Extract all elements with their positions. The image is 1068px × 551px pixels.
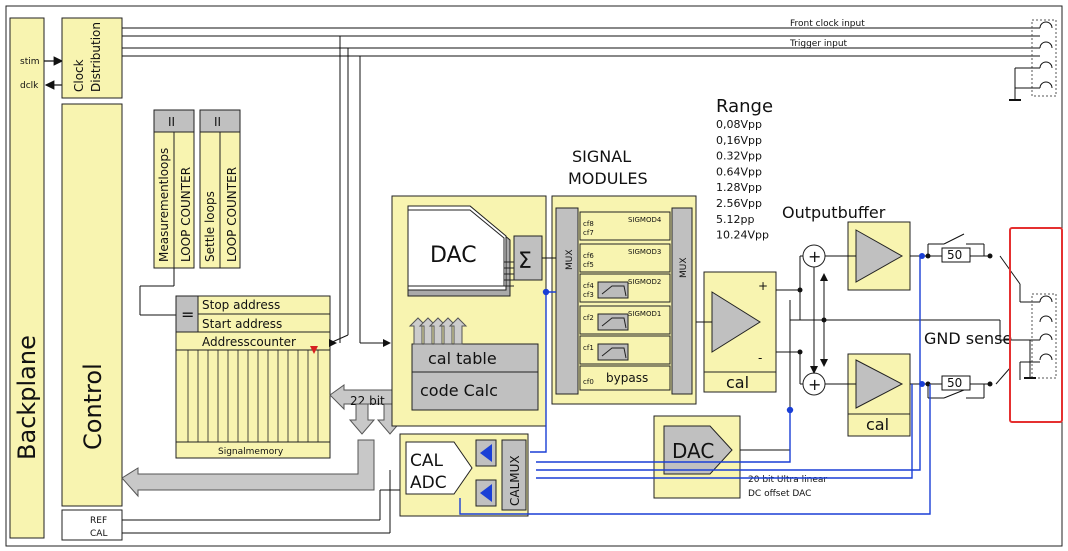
equals-sign: =	[181, 305, 194, 324]
stim-label: stim	[20, 57, 40, 67]
calmux-label: CALMUX	[508, 455, 522, 506]
dac-offset-desc-1: 20 bit Ultra linear	[748, 475, 827, 485]
stop-address-label: Stop address	[202, 298, 280, 312]
cf-label: cf2	[583, 314, 594, 322]
mux-right-label: MUX	[679, 257, 689, 278]
backplane-block: Backplane	[9, 17, 45, 539]
sigma-label: Σ	[518, 249, 532, 274]
trigger-label: Trigger input	[789, 39, 848, 49]
range-list: Range 0,08Vpp 0,16Vpp 0.32Vpp 0.64Vpp 1.28Vp…	[716, 96, 773, 242]
cf-label: cf3	[583, 291, 594, 299]
range-value: 10.24Vpp	[716, 229, 769, 242]
outputbuffer-label: Outputbuffer	[782, 203, 886, 222]
addresscounter-label: Addresscounter	[202, 335, 296, 349]
control-block: Control	[61, 103, 123, 507]
range-value: 2.56Vpp	[716, 197, 762, 210]
output-path-bottom: 50	[910, 362, 1021, 399]
sigmod-name: SIGMOD4	[628, 216, 662, 224]
sigmod-name: SIGMOD3	[628, 248, 661, 256]
cf-label: cf6	[583, 252, 594, 260]
output-path-top: 50	[910, 233, 1040, 303]
cf-label: cf0	[583, 378, 594, 386]
cal-amp-label: cal	[726, 373, 749, 392]
loop-counter-label: LOOP COUNTER	[179, 167, 193, 262]
stim-dclk-signals: stim dclk	[20, 56, 64, 91]
cal-table-label: cal table	[428, 349, 497, 368]
ref-label: REF	[90, 516, 107, 526]
resistor-50-bottom: 50	[947, 376, 962, 390]
cf-label: cf8	[583, 220, 594, 228]
data-bus-bottom	[121, 439, 375, 498]
start-address-label: Start address	[202, 317, 282, 331]
dclk-label: dclk	[20, 81, 39, 91]
dac-offset-label: DAC	[672, 439, 714, 463]
dac-offset-desc-2: DC offset DAC	[748, 489, 811, 499]
range-value: 5.12pp	[716, 213, 754, 226]
ref-cal-inputs: REF CAL	[61, 470, 403, 541]
range-amplifier: + - cal	[703, 271, 777, 393]
signal-module-row: SIGMOD1 cf2	[579, 305, 671, 335]
cal-label: CAL	[90, 529, 107, 539]
control-label: Control	[79, 363, 107, 450]
bypass-row: cf0 bypass	[579, 365, 671, 391]
cf-label: cf4	[583, 282, 594, 290]
svg-text:+: +	[808, 247, 821, 266]
svg-text:II: II	[168, 115, 175, 129]
range-value: 0,08Vpp	[716, 118, 762, 131]
calibration-lines	[459, 256, 931, 515]
code-calc-label: code Calc	[420, 381, 498, 400]
loop-counter-label-2: LOOP COUNTER	[225, 167, 239, 262]
mux-left-label: MUX	[565, 249, 575, 270]
cal-adc-label-2: ADC	[410, 473, 447, 493]
cf-label: cf7	[583, 229, 594, 237]
backplane-label: Backplane	[13, 335, 41, 460]
range-value: 0.64Vpp	[716, 165, 762, 178]
clock-distribution-block: Clock Distribution	[61, 17, 123, 99]
minus-sign: -	[758, 351, 762, 365]
range-value: 0,16Vpp	[716, 134, 762, 147]
svg-text:II: II	[214, 115, 221, 129]
address-memory-block: = Stop address Start address Addresscoun…	[175, 295, 331, 459]
clock-trigger-lines: Front clock input Trigger input	[122, 19, 1040, 347]
range-value: 1.28Vpp	[716, 181, 762, 194]
range-value: 0.32Vpp	[716, 150, 762, 163]
signalmemory-label: Signalmemory	[218, 447, 284, 457]
signal-modules-label-2: MODULES	[568, 169, 648, 188]
measurement-loop-counter: II Measurementloops LOOP COUNTER	[153, 109, 195, 269]
front-clock-label: Front clock input	[790, 19, 865, 29]
dac-main-label: DAC	[430, 243, 477, 268]
signal-modules-block: SIGNAL MODULES MUX MUX SIGMOD4cf8cf7SIGM…	[551, 147, 697, 405]
gnd-sense-label: GND sense	[924, 329, 1012, 348]
cal-buf-label: cal	[866, 415, 889, 434]
bypass-label: bypass	[606, 371, 648, 385]
signal-module-row: cf1	[579, 335, 671, 365]
cal-adc-block: CAL ADC CALMUX	[399, 433, 529, 517]
cf-label: cf5	[583, 261, 594, 269]
signal-modules-label-1: SIGNAL	[572, 147, 631, 166]
resistor-50-top: 50	[947, 248, 962, 262]
clock-label: Clock	[72, 59, 86, 92]
front-connector-top	[1009, 19, 1057, 101]
distribution-label: Distribution	[89, 22, 103, 92]
highlight-box	[1009, 227, 1063, 423]
settle-loop-counter: II Settle loops LOOP COUNTER	[199, 109, 241, 269]
main-dac-block: DAC Σ cal table code Calc	[391, 195, 547, 427]
sigmod-name: SIGMOD2	[628, 278, 661, 286]
front-output-connector	[1009, 227, 1063, 423]
sigmod-name: SIGMOD1	[628, 310, 661, 318]
settle-loops-label: Settle loops	[203, 191, 217, 262]
cf-label: cf1	[583, 344, 594, 352]
plus-sign: +	[758, 279, 768, 293]
svg-text:+: +	[808, 375, 821, 394]
cal-adc-label-1: CAL	[410, 451, 443, 471]
measurement-loops-label: Measurementloops	[157, 148, 171, 262]
range-title: Range	[716, 96, 773, 117]
